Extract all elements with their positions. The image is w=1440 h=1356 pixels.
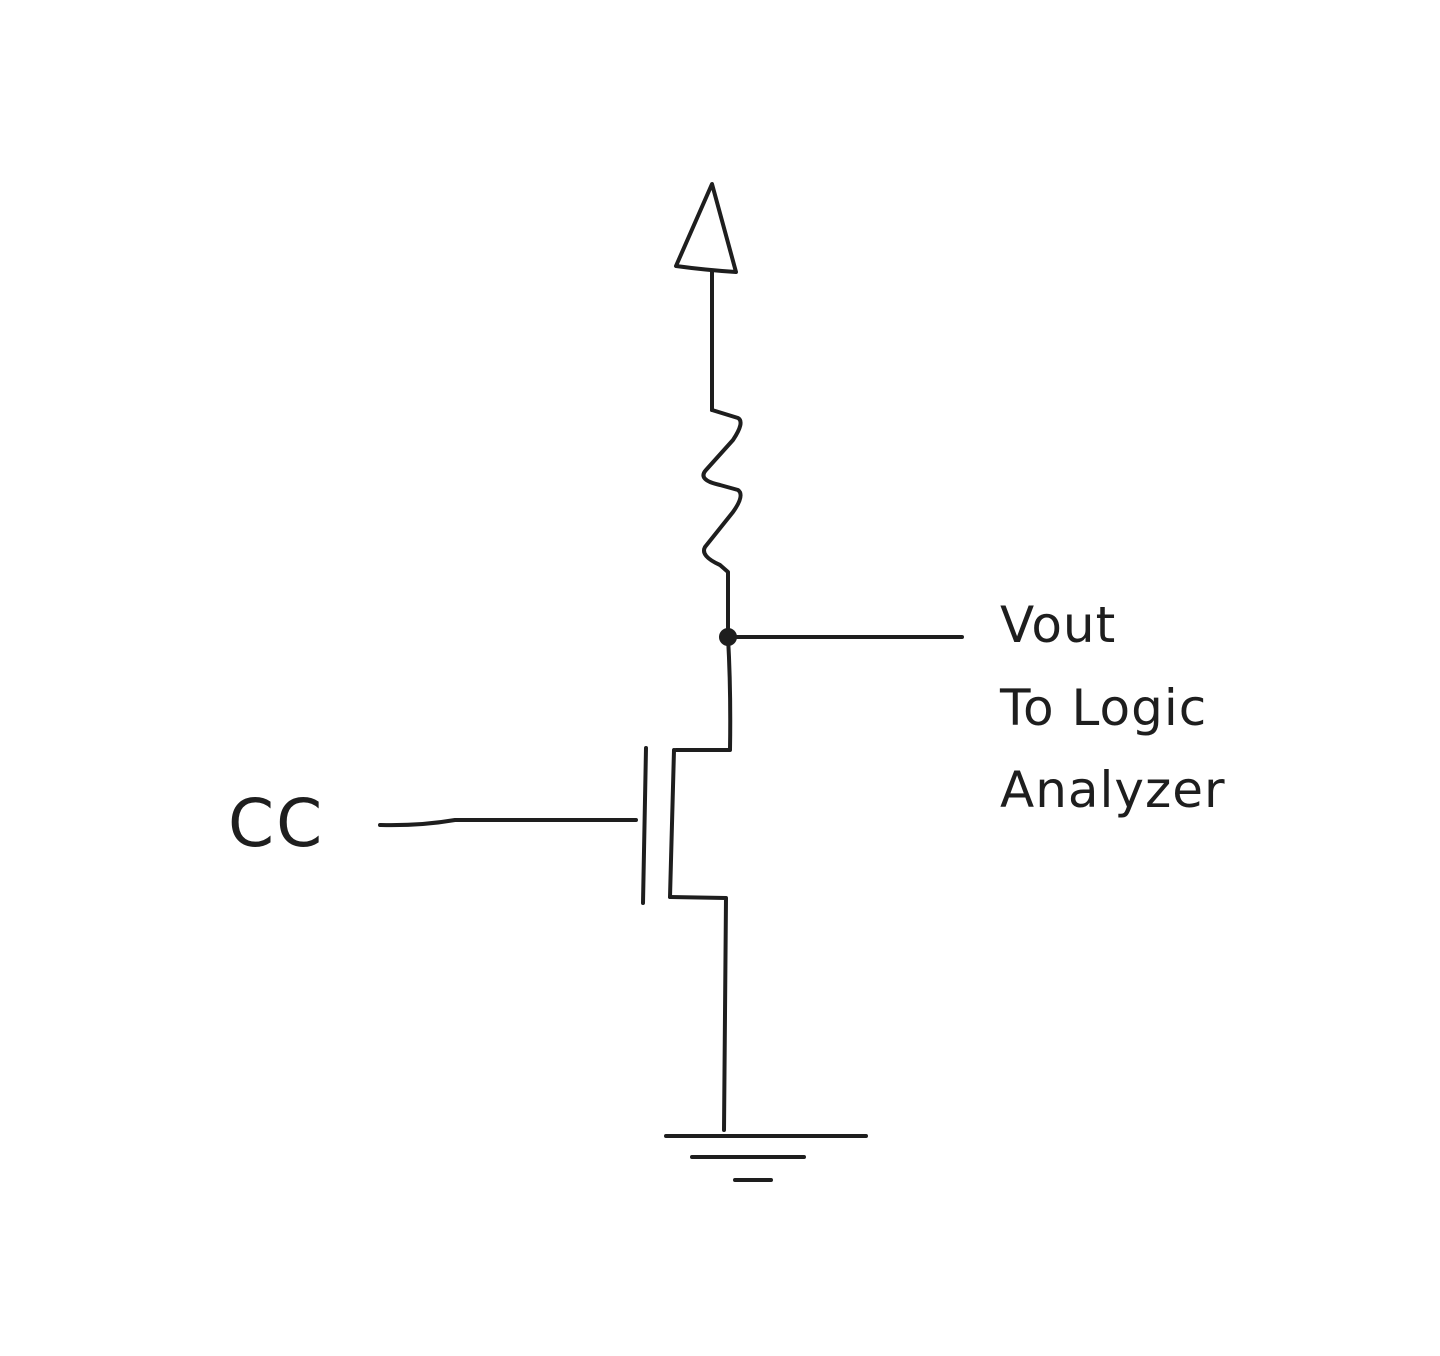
pull-up-resistor <box>701 408 743 639</box>
supply-arrow <box>674 182 738 412</box>
output-label-line-2: To Logic <box>999 679 1207 737</box>
output-label-line-1: Vout <box>1000 596 1116 654</box>
supply-arrow-triangle <box>674 182 738 274</box>
input-label-cc: CC <box>228 785 324 862</box>
ground-symbol <box>664 1134 868 1182</box>
channel-line <box>668 748 676 899</box>
source-wire <box>668 895 728 1132</box>
gate-wire <box>378 817 638 828</box>
output-label-line-3: Analyzer <box>1000 761 1226 819</box>
nmos-transistor <box>378 635 733 1132</box>
drain-wire <box>674 635 733 752</box>
gate-plate <box>641 746 648 905</box>
